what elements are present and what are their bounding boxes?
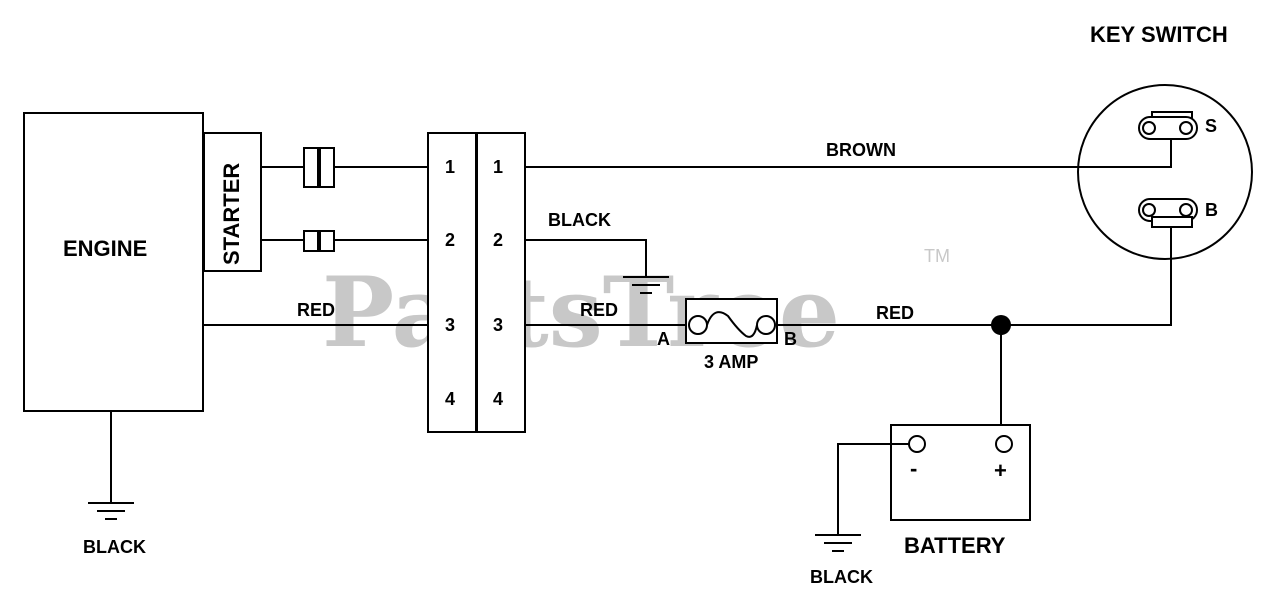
connector-left-half	[427, 132, 477, 433]
wire-starter-pin1	[261, 147, 428, 188]
engine-label: ENGINE	[63, 236, 147, 261]
battery-neg-label: -	[910, 456, 917, 481]
fuse-terminal-b: B	[784, 329, 797, 349]
connector-right-half	[476, 132, 526, 433]
wire-label-red-engine: RED	[297, 300, 335, 320]
wire-label-red-fuse-in: RED	[580, 300, 618, 320]
battery-pos-label: +	[994, 458, 1007, 483]
connector-left-pin-2: 2	[445, 230, 455, 250]
battery-ground-symbol	[815, 443, 909, 552]
connector-right-pin-2: 2	[493, 230, 503, 250]
connector-left-pin-3: 3	[445, 315, 455, 335]
key-switch-b-label: B	[1205, 200, 1218, 220]
key-switch-terminal-s	[1138, 111, 1198, 140]
key-switch-terminal-b	[1138, 198, 1198, 228]
fuse-terminal-a: A	[657, 329, 670, 349]
battery-ground-label: BLACK	[810, 567, 873, 587]
key-switch-body	[1077, 84, 1253, 260]
connector-right-pin-4: 4	[493, 389, 503, 409]
key-switch-s-label: S	[1205, 116, 1217, 136]
key-switch-label: KEY SWITCH	[1090, 22, 1228, 47]
wire-brown	[525, 140, 1172, 168]
connector-right-pin-3: 3	[493, 315, 503, 335]
engine-box	[23, 112, 204, 412]
wire-red-key-switch	[1001, 222, 1172, 326]
starter-box	[203, 132, 262, 272]
connector-left-pin-1: 1	[445, 157, 455, 177]
fuse-label: 3 AMP	[704, 352, 758, 372]
wire-black-ground	[525, 239, 669, 294]
wire-label-black: BLACK	[548, 210, 611, 230]
starter-label: STARTER	[219, 163, 244, 265]
connector-left-pin-4: 4	[445, 389, 455, 409]
connector-right-pin-1: 1	[493, 157, 503, 177]
battery-neg-terminal	[908, 435, 926, 453]
wire-starter-pin2	[261, 230, 428, 252]
engine-ground-symbol	[88, 411, 134, 520]
wire-label-brown: BROWN	[826, 140, 896, 160]
wire-label-red-fuse-out: RED	[876, 303, 914, 323]
battery-label: BATTERY	[904, 533, 1006, 558]
engine-ground-label: BLACK	[83, 537, 146, 557]
fuse	[685, 298, 778, 344]
watermark-tm: TM	[924, 246, 950, 266]
battery-pos-terminal	[995, 435, 1013, 453]
